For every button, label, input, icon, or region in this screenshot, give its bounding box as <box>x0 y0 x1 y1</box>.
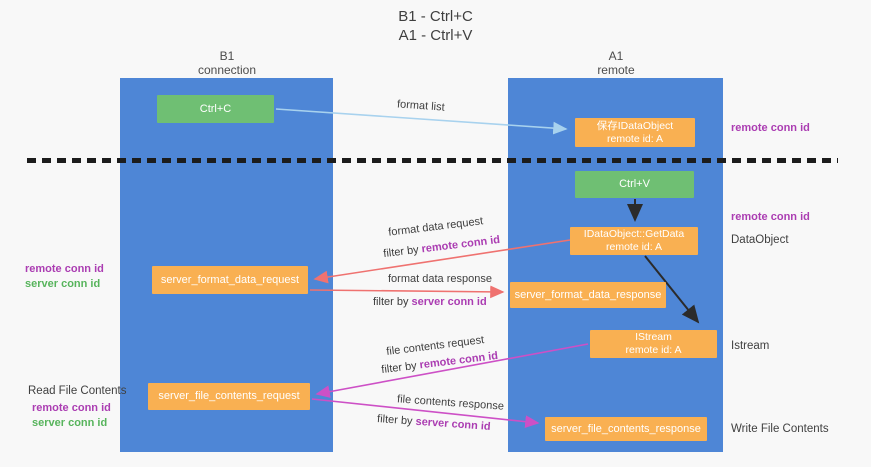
ctrl-v-node: Ctrl+V <box>575 171 694 198</box>
write-file-contents-annotation: Write File Contents <box>731 423 829 435</box>
save-idataobject-node: 保存IDataObject remote id: A <box>575 118 695 147</box>
server-format-data-request-node: server_format_data_request <box>152 266 308 294</box>
server-format-data-request-label: server_format_data_request <box>160 273 300 286</box>
format-list-label: format list <box>396 98 446 114</box>
format-data-response-arrow <box>309 285 505 299</box>
remote-conn-id-annotation-left-1: remote conn id <box>25 263 104 275</box>
filter-by-text: filter by <box>382 243 423 261</box>
format-data-request-label: format data request <box>387 215 484 239</box>
remote-conn-id-annotation-top-right: remote conn id <box>731 122 810 134</box>
server-conn-id-annotation-left-2: server conn id <box>32 417 108 429</box>
filter-by-server-conn-id-label-2: filter by server conn id <box>377 413 491 433</box>
diagram-title: B1 - Ctrl+C A1 - Ctrl+V <box>0 7 871 45</box>
title-line-2: A1 - Ctrl+V <box>398 27 473 44</box>
left-column-name: B1 <box>219 49 235 63</box>
ctrl-c-node: Ctrl+C <box>157 95 274 123</box>
ctrl-c-label: Ctrl+C <box>199 102 232 115</box>
phase-divider-dashed-line <box>27 158 838 163</box>
getdata-remote-id: remote id: A <box>605 241 663 253</box>
server-file-contents-response-node: server_file_contents_response <box>545 417 707 441</box>
save-idataobject-line1: 保存IDataObject <box>596 119 674 132</box>
format-data-response-label: format data response <box>388 273 492 285</box>
remote-conn-id-text: remote conn id <box>418 349 499 372</box>
istream-line1: IStream <box>635 331 672 343</box>
server-file-contents-request-node: server_file_contents_request <box>148 383 310 410</box>
server-conn-id-annotation-left-1: server conn id <box>25 278 101 290</box>
filter-by-text: filter by <box>373 296 412 308</box>
dataobject-annotation: DataObject <box>731 234 789 246</box>
istream-node: IStream remote id: A <box>590 330 717 358</box>
file-contents-response-label: file contents response <box>396 393 505 413</box>
server-format-data-response-node: server_format_data_response <box>510 282 666 308</box>
right-column-header: A1 remote <box>546 49 686 77</box>
filter-by-text: filter by <box>376 413 416 428</box>
save-idataobject-remote-id: remote id: A <box>606 132 664 145</box>
title-line-1: B1 - Ctrl+C <box>398 8 473 25</box>
istream-remote-id: remote id: A <box>625 344 682 356</box>
server-format-data-response-label: server_format_data_response <box>514 288 662 301</box>
read-file-contents-annotation: Read File Contents <box>28 385 127 397</box>
server-conn-id-text: server conn id <box>415 415 491 433</box>
remote-conn-id-text: remote conn id <box>420 233 501 256</box>
getdata-line1: IDataObject::GetData <box>583 228 685 240</box>
right-column-role: remote <box>597 63 635 77</box>
idataobject-getdata-node: IDataObject::GetData remote id: A <box>570 227 698 255</box>
filter-by-server-conn-id-label-1: filter by server conn id <box>373 296 487 308</box>
left-column-header: B1 connection <box>157 49 297 77</box>
server-file-contents-request-label: server_file_contents_request <box>158 390 300 402</box>
server-conn-id-text: server conn id <box>411 296 487 308</box>
istream-annotation: Istream <box>731 340 770 352</box>
remote-conn-id-annotation-left-2: remote conn id <box>32 402 111 414</box>
remote-conn-id-annotation-right: remote conn id <box>731 211 810 223</box>
ctrl-v-label: Ctrl+V <box>619 178 650 190</box>
right-column-name: A1 <box>608 49 624 63</box>
server-file-contents-response-label: server_file_contents_response <box>551 422 701 435</box>
filter-by-remote-conn-id-label-1: filter by remote conn id <box>383 234 501 260</box>
filter-by-text: filter by <box>380 359 421 377</box>
left-column-role: connection <box>197 63 257 77</box>
